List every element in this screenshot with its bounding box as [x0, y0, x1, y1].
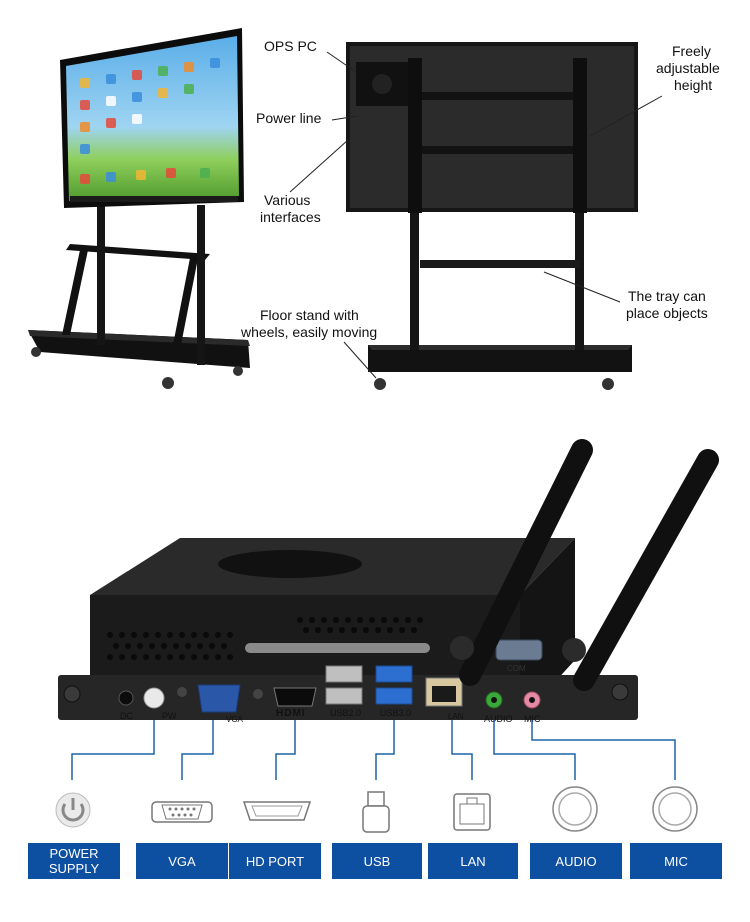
callout-floor-1: Floor stand with [260, 307, 359, 323]
port-label-lan: LAN [428, 843, 518, 879]
callout-freely-2: adjustable [656, 60, 720, 76]
audio-jack-icon [552, 786, 598, 832]
label-pw: PW [162, 711, 177, 721]
ops-pc-device [58, 439, 719, 720]
product-photos [28, 28, 663, 390]
port-label-audio: AUDIO [530, 843, 622, 879]
callout-freely-3: height [674, 77, 713, 93]
callout-leaders [289, 51, 663, 379]
label-mic: MIC [524, 714, 541, 724]
port-label-mic: MIC [630, 843, 722, 879]
callout-tray-1: The tray can [628, 288, 706, 304]
vga-connector-icon [151, 801, 213, 823]
label-usb3: USB3.0 [380, 708, 412, 718]
port-label-vga: VGA [136, 843, 228, 879]
port-leader-lines [71, 720, 676, 780]
lan-connector-icon [453, 793, 491, 831]
callout-floor-2: wheels, easily moving [241, 324, 378, 340]
display-front-view [28, 28, 250, 389]
mic-jack-icon [652, 786, 698, 832]
port-label-text-2: SUPPLY [48, 861, 100, 876]
label-audio: AUDIO [484, 714, 513, 724]
label-com: COM [507, 664, 526, 673]
callout-tray-2: place objects [626, 305, 708, 321]
usb-connector-icon [362, 791, 390, 833]
power-icon [55, 792, 91, 828]
callout-ops-pc: OPS PC [264, 38, 317, 54]
label-lan: LAN [448, 712, 464, 721]
hdmi-connector-icon [242, 801, 312, 821]
label-usb2: USB2.0 [330, 708, 362, 718]
display-back-view [346, 42, 638, 390]
front-vent [107, 617, 423, 660]
port-label-hd-port: HD PORT [229, 843, 321, 879]
callout-various-2: interfaces [260, 209, 321, 225]
callout-freely-1: Freely [672, 43, 711, 59]
callout-power-line: Power line [256, 110, 322, 126]
port-label-usb: USB [332, 843, 422, 879]
wifi-antennas [450, 439, 719, 691]
label-vga: VGA [226, 715, 243, 724]
port-label-text: POWER [49, 846, 99, 861]
label-dc: DC [120, 711, 133, 721]
callout-various-1: Various [264, 192, 311, 208]
label-hdmi: HDMI [276, 708, 306, 719]
